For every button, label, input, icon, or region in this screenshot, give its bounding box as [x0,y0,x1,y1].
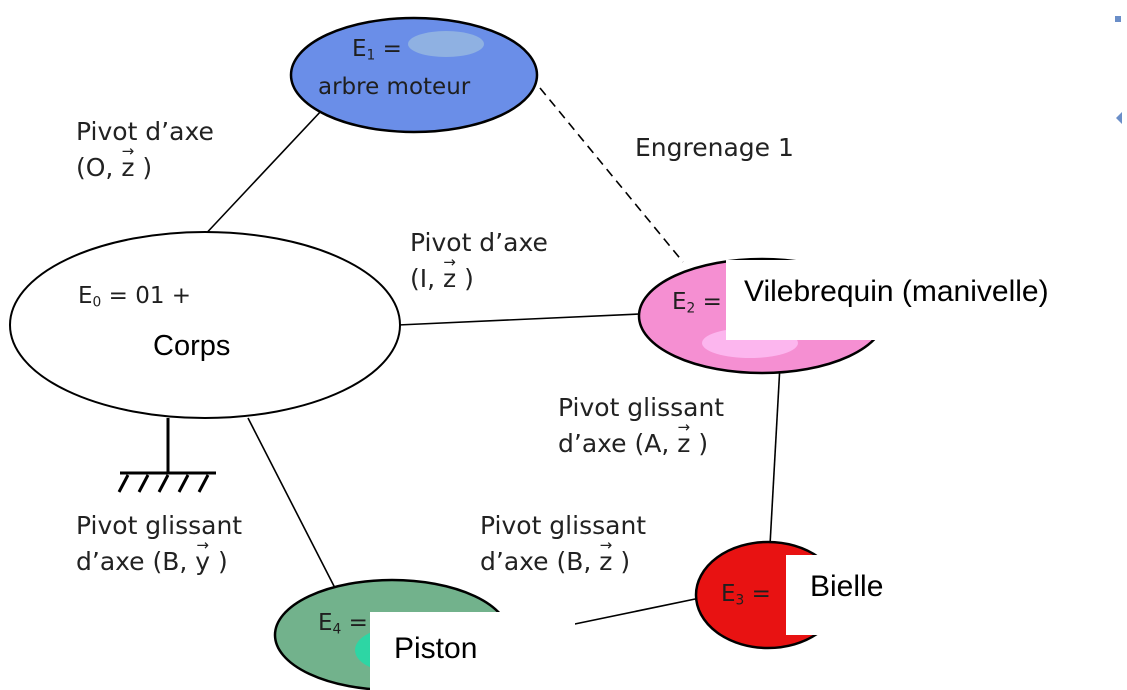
link-label-e3-e4-line1: Pivot glissant [480,511,647,540]
link-label-e0-e1-post: ) [134,153,153,183]
link-label-e0-e4-pre: d’axe (B, [76,547,196,577]
link-label-e0-e2-post: ) [456,264,474,294]
link-label-e1-e2: Engrenage 1 [635,130,794,166]
node-e2-name: E2 = [672,289,722,317]
link-line-e0-e4 [247,417,337,591]
link-label-e2-e3-line1: Pivot glissant [558,393,725,422]
link-label-e0-e2-line1: Pivot d’axe [410,228,548,257]
node-e1-label: arbre moteur [318,74,471,100]
link-line-e3-e4 [569,597,701,626]
link-line-e1-e2 [539,87,684,263]
link-label-e0-e1: Pivot d’axe (O, z ) [76,114,214,187]
link-label-e1-e2-line1: Engrenage 1 [635,133,794,162]
node-e2-label: Vilebrequin (manivelle) [726,260,1118,340]
link-line-e2-e3 [769,364,781,546]
node-e4-name: E4 = [318,610,368,638]
link-label-e2-e3-post: ) [690,429,709,459]
node-e0-label: Corps [153,330,231,362]
link-label-e0-e4-line1: Pivot glissant [76,511,243,540]
link-label-e2-e3-pre: d’axe (A, [558,429,678,459]
ground-icon [117,418,216,493]
link-label-e0-e2: Pivot d’axe (I, z ) [410,225,548,298]
link-label-e3-e4-vector: z [599,544,612,580]
link-label-e3-e4-pre: d’axe (B, [480,547,600,577]
link-label-e3-e4-post: ) [612,547,631,577]
edge-mark-triangle [1116,112,1122,124]
link-label-e0-e4-post: ) [210,547,228,577]
link-label-e0-e4-vector: y [195,544,210,580]
link-label-e0-e4: Pivot glissant d’axe (B, y ) [76,508,242,581]
link-label-e0-e1-vector: z [121,150,134,186]
node-e0-name: E0 = 01 + [78,283,192,311]
link-line-e0-e1 [199,109,323,241]
node-e3-label: Bielle [786,555,910,635]
link-label-e0-e2-vector: z [443,261,456,297]
link-line-e0-e2 [397,313,641,326]
link-label-e0-e2-pre: (I, [410,264,444,294]
node-e3-name: E3 = [721,581,771,609]
link-label-e0-e1-pre: (O, [76,153,122,183]
node-e0-ellipse [9,231,401,419]
node-e1-name: E1 = [352,36,402,64]
link-label-e2-e3-vector: z [677,426,690,462]
link-label-e0-e1-line1: Pivot d’axe [76,117,214,146]
edge-mark-square [1115,16,1121,22]
node-e1-blob [408,31,484,57]
link-label-e3-e4: Pivot glissant d’axe (B, z ) [480,508,646,581]
link-label-e2-e3: Pivot glissant d’axe (A, z ) [558,390,724,463]
node-e4-label: Piston [370,612,575,690]
